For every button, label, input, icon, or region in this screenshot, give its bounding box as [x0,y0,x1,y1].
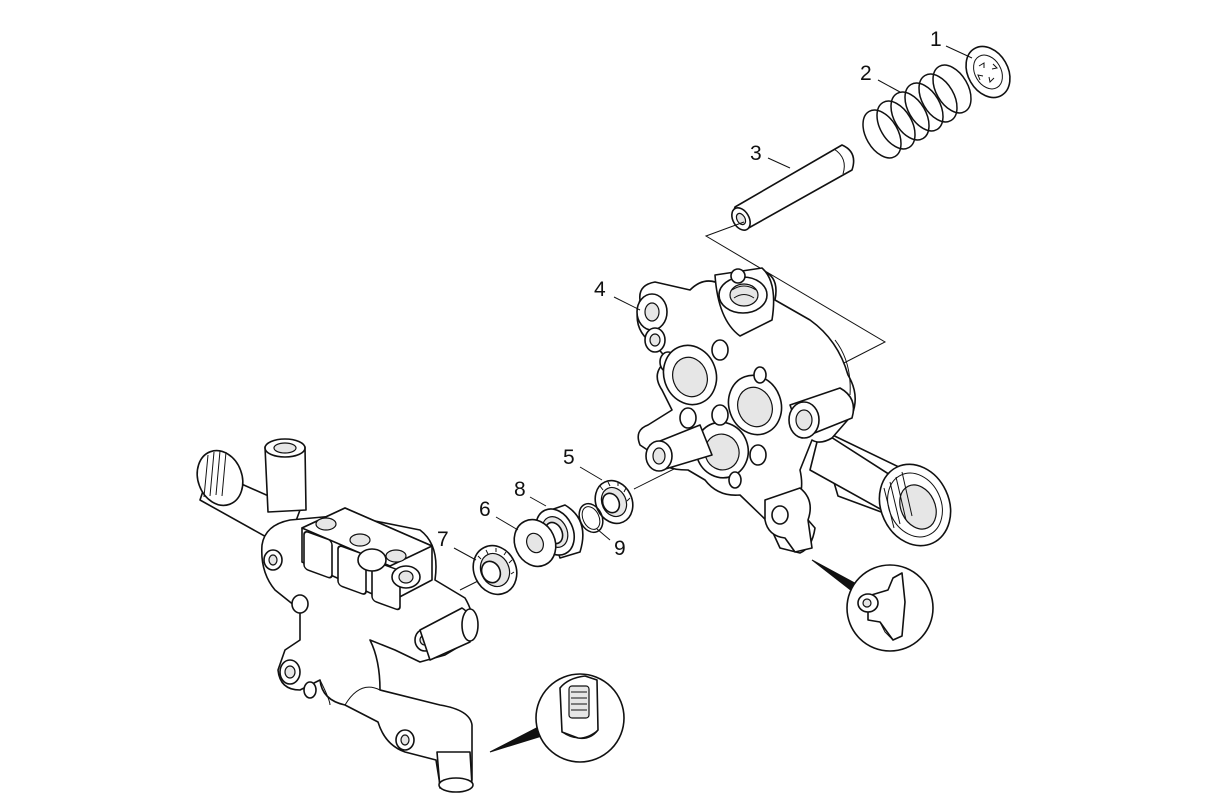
callout-9: 9 [614,537,626,560]
detail-view-fitting [489,673,625,763]
callout-labels: 1 2 3 4 5 6 7 8 9 [437,28,942,560]
callout-6: 6 [479,498,491,521]
part-3-piston-rod [731,144,855,231]
pump-housing-lower [196,438,479,793]
callout-5: 5 [563,446,575,469]
callout-1: 1 [930,28,942,51]
callout-3: 3 [750,142,762,165]
part-1-retaining-ring [965,45,1011,99]
part-5-seal [594,479,634,525]
part-2-spring [862,64,972,159]
part-4-pump-head [636,267,952,554]
callout-4: 4 [594,278,606,301]
part-7-seal [472,544,518,596]
leader-lines [453,45,973,561]
detail-view-bracket [811,559,934,652]
callout-2: 2 [860,62,872,85]
part-6-washer [513,518,557,568]
callout-7: 7 [437,528,449,551]
callout-8: 8 [514,478,526,501]
